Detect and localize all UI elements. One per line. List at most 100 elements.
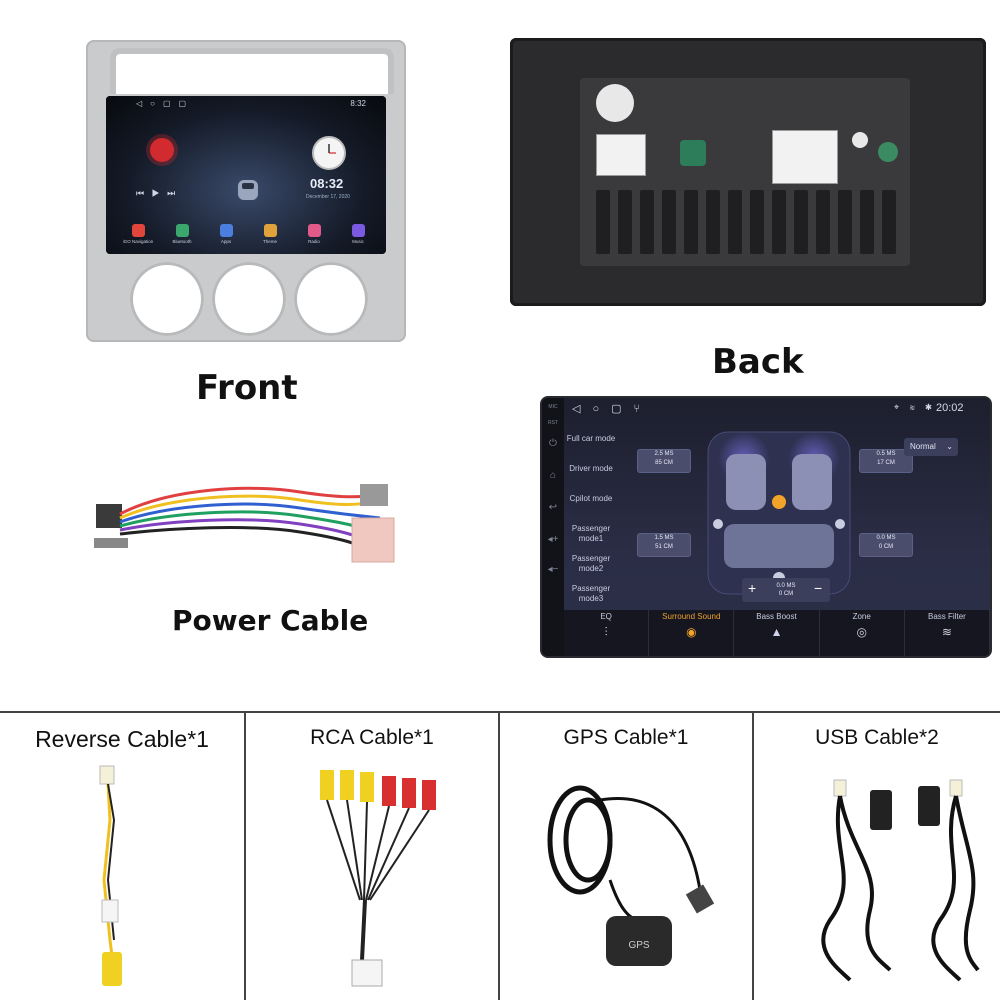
main-connector: [596, 134, 646, 176]
apps-icon: [219, 224, 233, 237]
heatsink-fin: [816, 190, 830, 254]
mode-menu-item[interactable]: Passenger mode2: [571, 554, 611, 573]
preset-dropdown[interactable]: Normal ⌄: [904, 438, 958, 456]
android-nav-icons[interactable]: ◁○▢⑂: [572, 403, 653, 415]
front-status-time: 8:32: [350, 99, 366, 108]
volume-up-icon[interactable]: ◂+: [547, 534, 559, 545]
music-app-icon[interactable]: [150, 138, 174, 162]
front-label: Front: [196, 368, 298, 408]
heatsink-fin: [662, 190, 676, 254]
dock-item[interactable]: Theme: [250, 224, 290, 250]
surround-icon: ◉: [686, 625, 697, 639]
mode-menu-item[interactable]: Passenger mode1: [571, 524, 611, 543]
back-icon[interactable]: ↩: [548, 502, 558, 513]
back-sticker: [596, 84, 634, 122]
rca-cable-title: RCA Cable*1: [310, 726, 434, 749]
car-seat-diagram: [707, 431, 851, 595]
dock-item[interactable]: Bluetooth: [162, 224, 202, 250]
car-icon: [238, 180, 258, 200]
front-screen-status-bar: ◁○▢▢ 8:32: [106, 96, 386, 112]
rst-label: RST: [548, 420, 558, 426]
gps-cable-title: GPS Cable*1: [563, 726, 689, 749]
eq-sliders-icon: ⫶: [604, 625, 608, 639]
heatsink-fin: [706, 190, 720, 254]
audio-tab[interactable]: Bass Filter≋: [905, 610, 990, 656]
home-icon[interactable]: ⌂: [549, 470, 557, 481]
decrease-button[interactable]: −: [814, 580, 823, 596]
gps-cable-image: GPS: [547, 785, 715, 966]
power-cable-image: [94, 484, 395, 563]
audio-tab-bar: EQ ⫶ Surround Sound◉Bass Boost▲Zone◎Bass F…: [564, 610, 990, 656]
dock-item[interactable]: Radio: [294, 224, 334, 250]
heatsink-fin: [618, 190, 632, 254]
usb-port: [878, 142, 898, 162]
reverse-cable-title: Reverse Cable*1: [35, 726, 209, 752]
usb-cable-image: [821, 779, 980, 982]
dock-item[interactable]: Apps: [206, 224, 246, 250]
mode-menu-item[interactable]: Passenger mode3: [571, 584, 611, 603]
usb-cable-title: USB Cable*2: [815, 726, 939, 749]
dock-item-label: iGO Navigation: [122, 239, 154, 244]
screen-side-buttons: MIC RST ⏻ ⌂ ↩ ◂+ ◂−: [542, 398, 564, 656]
audio-tab[interactable]: EQ ⫶: [564, 610, 650, 656]
heatsink-fin: [640, 190, 654, 254]
audio-tab[interactable]: Bass Boost▲: [734, 610, 820, 656]
dock-item-label: Music: [352, 239, 364, 244]
preset-value: Normal: [910, 442, 936, 451]
back-label: Back: [712, 342, 804, 382]
media-controls[interactable]: ⏮ ▶ ⏭: [136, 188, 176, 198]
bass-boost-icon: ▲: [770, 625, 783, 639]
reverse-cable-image: [99, 765, 122, 986]
analog-clock-icon: [312, 136, 346, 170]
heatsink-fin: [728, 190, 742, 254]
front-screen-background: [106, 96, 386, 254]
dock-item-label: Apps: [220, 239, 232, 244]
volume-down-icon[interactable]: ◂−: [547, 564, 559, 575]
status-icons: ⌖ ≋ ✱: [894, 402, 936, 412]
heatsink-fin: [750, 190, 764, 254]
increase-button[interactable]: +: [748, 580, 757, 596]
theme-icon: [263, 224, 277, 237]
power-icon[interactable]: ⏻: [549, 438, 557, 449]
mode-menu-item[interactable]: Driver mode: [569, 464, 613, 473]
heatsink-fin: [860, 190, 874, 254]
dock-item[interactable]: Music: [338, 224, 378, 250]
dock-item-label: Bluetooth: [172, 239, 192, 244]
audio-tab[interactable]: Surround Sound◉: [649, 610, 735, 656]
grid-divider-2: [498, 713, 500, 1000]
grid-divider-3: [752, 713, 754, 1000]
audio-tab[interactable]: Zone◎: [820, 610, 905, 656]
navigation-icon: [131, 224, 145, 237]
audio-tab-label: EQ: [600, 612, 612, 621]
front-clock-time: 08:32: [310, 176, 344, 191]
mode-menu-item[interactable]: Full car mode: [566, 434, 616, 443]
right-vent-knob: [294, 262, 368, 336]
mode-menu-item[interactable]: Cpilot mode: [569, 494, 613, 503]
surround-sound-screen: MIC RST ⏻ ⌂ ↩ ◂+ ◂− ◁○▢⑂ ⌖ ≋ ✱ 20:02 Ful…: [542, 398, 990, 656]
front-unit-screen: ◁○▢▢ 8:32 08:32 December 17, 2020 ⏮ ▶ ⏭ …: [106, 96, 386, 254]
heatsink-fin: [772, 190, 786, 254]
radio-icon: [307, 224, 321, 237]
grid-divider-horizontal: [0, 711, 1000, 713]
front-unit-top-slot: [110, 48, 394, 94]
music-icon: [351, 224, 365, 237]
bass-filter-icon: ≋: [941, 625, 952, 639]
status-time: 20:02: [936, 402, 964, 414]
dock-item[interactable]: iGO Navigation: [118, 224, 158, 250]
front-nav-icons: ◁○▢▢: [136, 99, 195, 108]
front-clock-date: December 17, 2020: [306, 194, 350, 200]
heatsink-fin: [882, 190, 896, 254]
audio-tab-label: Zone: [852, 612, 871, 621]
dock-item-label: Radio: [308, 239, 320, 244]
mic-label: MIC: [548, 404, 558, 410]
gps-port: [680, 140, 706, 166]
heatsink-fins: [596, 190, 896, 254]
